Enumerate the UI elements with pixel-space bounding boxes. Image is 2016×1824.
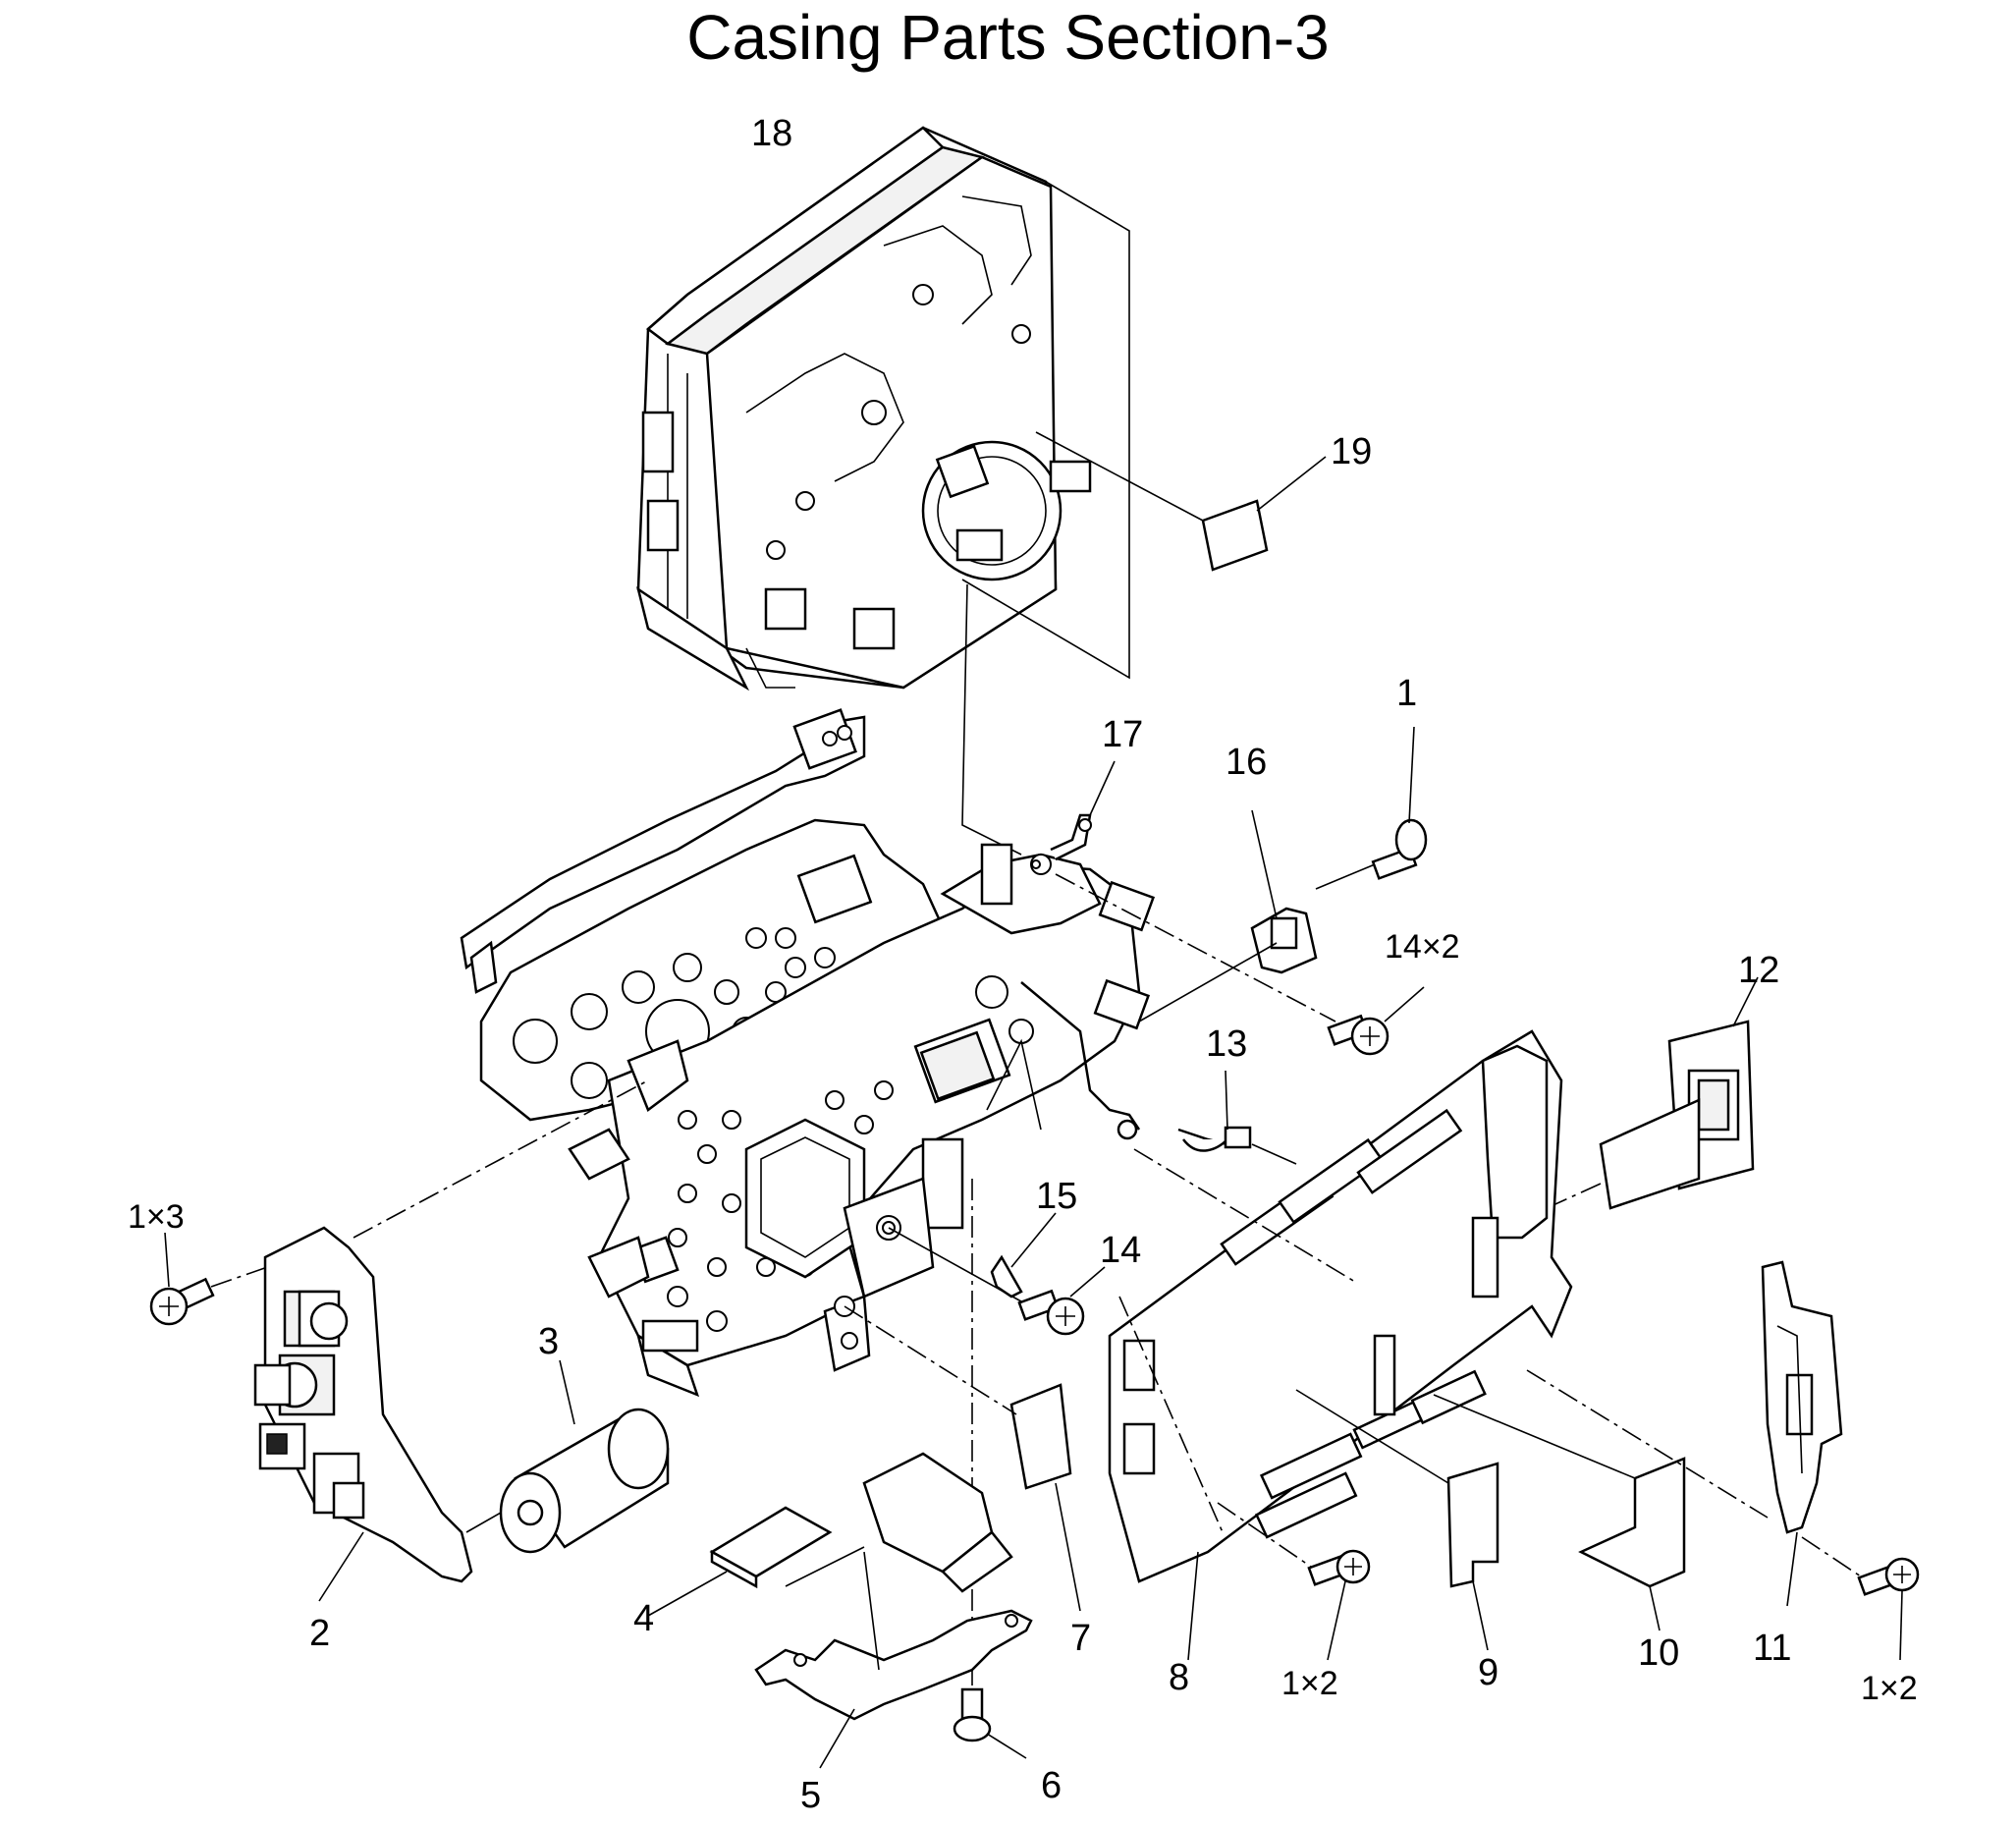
part-12-connector-board — [1492, 976, 1759, 1234]
callout-1x2-right: 1×2 — [1861, 1670, 1918, 1707]
part-14-screw — [888, 1227, 1106, 1336]
part-7-shield-sheet — [844, 1305, 1081, 1612]
callout-17: 17 — [1102, 714, 1143, 755]
part-9-sheet — [1295, 1389, 1499, 1651]
part-1-screw-pair-mid — [1217, 1502, 1371, 1661]
part-1-screw-pair-right — [1801, 1536, 1920, 1661]
part-13-connector — [1177, 1070, 1297, 1165]
callout-3: 3 — [538, 1321, 559, 1362]
part-11-bracket — [1526, 1260, 1843, 1607]
part-19-sheet — [1035, 431, 1327, 572]
callout-14x2: 14×2 — [1385, 928, 1460, 966]
part-17-bracket — [1050, 760, 1116, 861]
callout-5: 5 — [800, 1775, 821, 1816]
part-3-capacitor — [465, 1359, 670, 1554]
callout-13: 13 — [1206, 1023, 1247, 1065]
callout-1x3: 1×3 — [128, 1198, 185, 1236]
part-6-screw — [953, 1687, 1027, 1759]
part-15-clip — [990, 1212, 1057, 1299]
callout-11: 11 — [1753, 1628, 1791, 1669]
callout-19: 19 — [1331, 431, 1372, 472]
callout-7: 7 — [1070, 1618, 1091, 1659]
part-2-jack-bracket — [253, 1226, 473, 1602]
part-10-sheet — [1133, 1148, 1686, 1631]
part-1-screw — [1315, 726, 1428, 890]
callout-1: 1 — [1396, 673, 1417, 714]
part-4-pad — [647, 1506, 865, 1617]
part-14-screw-pair — [1055, 873, 1425, 1056]
callout-18: 18 — [751, 113, 792, 154]
callout-1x2-mid: 1×2 — [1281, 1665, 1338, 1702]
callout-9: 9 — [1478, 1652, 1498, 1693]
callout-14: 14 — [1100, 1230, 1141, 1271]
part-18-mechanism-deck — [636, 126, 1092, 691]
guide-line-18-right — [961, 181, 1130, 680]
part-5-bottom-plate — [754, 1452, 1033, 1769]
part-16-switch — [1250, 809, 1318, 974]
callout-15: 15 — [1036, 1176, 1077, 1217]
callout-2: 2 — [309, 1613, 330, 1654]
main-chassis-frame — [460, 708, 1156, 1398]
callout-4: 4 — [633, 1598, 654, 1639]
callout-12: 12 — [1738, 950, 1779, 991]
part-1-screw-triple-left — [149, 1079, 649, 1326]
callout-16: 16 — [1226, 742, 1267, 783]
page-title: Casing Parts Section-3 — [686, 2, 1330, 73]
callout-10: 10 — [1638, 1632, 1679, 1674]
callout-8: 8 — [1169, 1657, 1189, 1698]
callout-6: 6 — [1041, 1765, 1062, 1806]
